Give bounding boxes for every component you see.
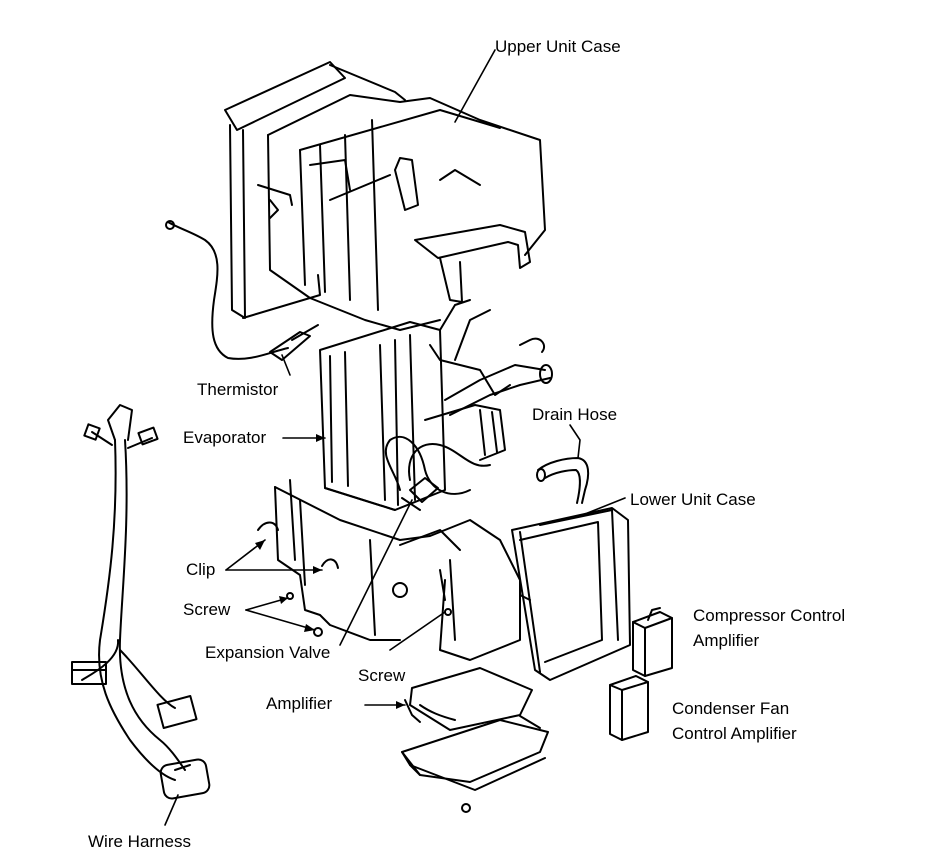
label-evaporator: Evaporator (183, 428, 267, 447)
label-condenser-fan: Condenser Fan (672, 699, 790, 718)
compressor-control-amplifier-part (632, 607, 673, 677)
label-expansion-valve: Expansion Valve (205, 643, 331, 662)
leader-arrowheads (255, 434, 405, 709)
wire-harness-part (71, 404, 211, 800)
label-condenser-control-amplifier: Control Amplifier (672, 724, 797, 743)
clip-part (257, 521, 339, 569)
label-upper-unit-case: Upper Unit Case (495, 37, 621, 56)
leader-drain-hose (569, 424, 581, 459)
label-wire-harness: Wire Harness (88, 832, 191, 851)
label-thermistor: Thermistor (197, 380, 279, 399)
leader-expansion-valve (339, 499, 413, 646)
lower-unit-case-part (274, 479, 631, 681)
leader-screw-center (389, 611, 446, 651)
condenser-fan-control-amplifier-part (609, 675, 649, 741)
label-lower-unit-case: Lower Unit Case (630, 490, 756, 509)
drain-hose-part (536, 457, 590, 504)
label-screw-center: Screw (358, 666, 406, 685)
leader-screw-left-2 (245, 609, 316, 631)
label-compressor-amplifier: Amplifier (693, 631, 760, 650)
label-clip: Clip (186, 560, 216, 579)
evaporator-part (319, 299, 553, 511)
leader-lower-unit-case (579, 497, 626, 517)
leader-thermistor (281, 354, 291, 376)
thermistor-part (165, 220, 319, 361)
label-amplifier: Amplifier (266, 694, 333, 713)
label-drain-hose: Drain Hose (532, 405, 618, 424)
leader-upper-unit-case (454, 49, 496, 123)
leader-wire-harness (164, 794, 179, 826)
label-compressor-control: Compressor Control (693, 606, 846, 625)
label-screw-left: Screw (183, 600, 231, 619)
expansion-valve-part (401, 477, 439, 511)
upper-unit-case-part (224, 61, 546, 331)
amplifier-part (401, 667, 549, 813)
